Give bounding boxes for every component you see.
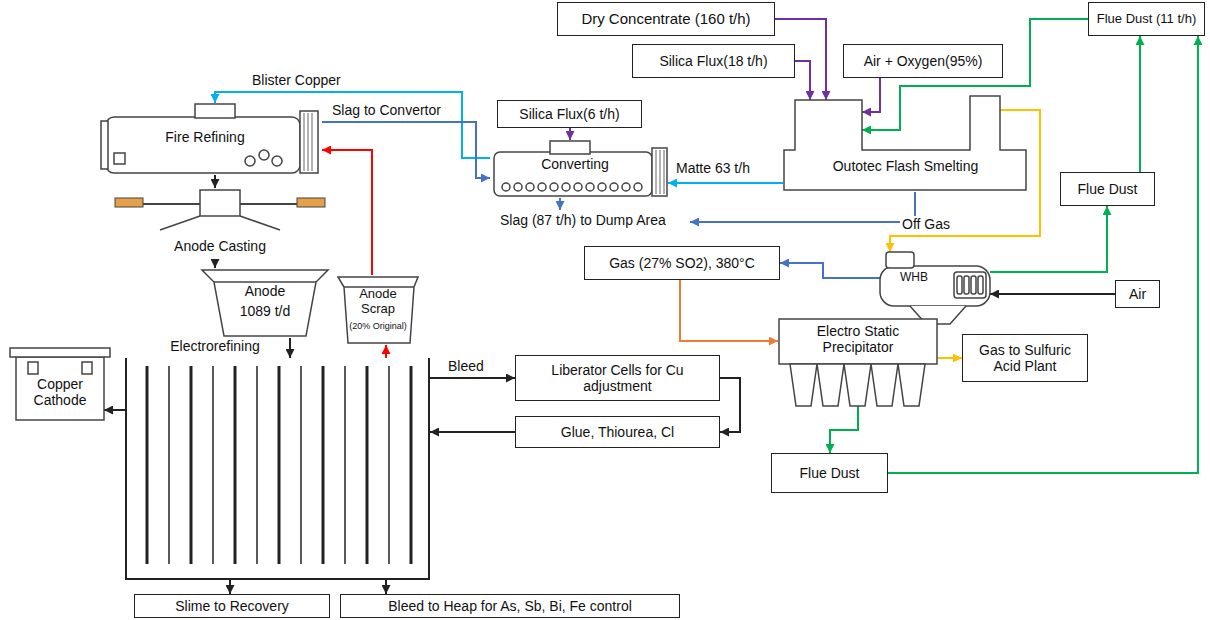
anode-casting-wheel: Anode Casting [115, 188, 325, 260]
box-label: Flue Dust [1078, 181, 1138, 197]
equipment-label: Electrorefining [145, 338, 285, 354]
equipment-label: Copper Cathode [20, 376, 100, 408]
reagent-box: Glue, Thiourea, Cl [515, 416, 720, 448]
flow-arrow [214, 260, 216, 268]
anode-ladle: Anode 1089 t/d [200, 268, 330, 338]
flow-arrow [830, 406, 858, 453]
flow-arrow [322, 150, 372, 275]
box-label: Air [1129, 286, 1146, 302]
box-label: Dry Concentrate (160 t/h) [581, 10, 750, 27]
equipment-label: (20% Original) [340, 321, 416, 331]
input-box: Dry Concentrate (160 t/h) [557, 2, 775, 36]
flow-arrow [720, 378, 740, 432]
input-box: Air + Oxygen(95%) [843, 44, 1003, 78]
flow-label: Blister Copper [250, 72, 343, 88]
flue-dust-box: Flue Dust [1060, 172, 1155, 206]
flow-arrow [862, 78, 880, 112]
equipment-label: Outotec Flash Smelting [793, 158, 1018, 174]
slag-flow-line [559, 198, 561, 210]
box-label: Flue Dust (11 t/h) [1097, 12, 1196, 27]
flow-arrow [680, 280, 778, 341]
box-label: Silica Flux(18 t/h) [659, 53, 767, 69]
waste-heat-boiler: WHB [866, 252, 1006, 326]
input-box: Silica Flux(6 t/h) [497, 100, 642, 128]
output-box: Bleed to Heap for As, Sb, Bi, Fe control [340, 594, 680, 618]
equipment-label: Converting [505, 156, 645, 172]
gas-box: Gas (27% SO2), 380°C [584, 246, 780, 280]
electrostatic-precipitator: Electro Static Precipitator [778, 318, 938, 410]
flash-smelting-furnace: Outotec Flash Smelting [783, 88, 1028, 192]
flow-arrow [1139, 36, 1141, 172]
equipment-label: 1089 t/d [220, 303, 310, 319]
flow-arrow [104, 409, 125, 411]
input-box: Silica Flux(18 t/h) [632, 44, 795, 78]
flue-dust-box: Flue Dust [771, 453, 888, 493]
flow-label: Off Gas [900, 216, 952, 232]
box-label: Flue Dust [800, 465, 860, 481]
flow-arrow [289, 338, 291, 358]
box-label: Gas to Sulfuric Acid Plant [969, 342, 1081, 374]
flow-arrow [430, 377, 515, 379]
flash-smelting-furnace-outline [783, 88, 1028, 192]
equipment-label: Fire Refining [130, 129, 280, 145]
box-label: Liberator Cells for Cu adjustment [522, 362, 713, 394]
cathode-box: Copper Cathode [10, 348, 110, 422]
flow-arrow [214, 175, 216, 188]
flow-arrow [990, 206, 1107, 272]
fire-refining-furnace: Fire Refining [100, 103, 322, 175]
anode-scrap-ladle: Anode Scrap (20% Original) [336, 275, 420, 345]
equipment-label: Anode [220, 283, 310, 299]
flow-arrow [938, 357, 962, 359]
waste-heat-boiler-outline [866, 252, 1006, 326]
flow-arrow [385, 580, 387, 594]
process-box: Liberator Cells for Cu adjustment [515, 355, 720, 401]
input-box: Air [1115, 280, 1160, 308]
converter: Converting [490, 140, 668, 198]
electrorefining-cell: Electrorefining [125, 358, 430, 580]
flow-arrow [990, 293, 1115, 295]
box-label: Slime to Recovery [175, 598, 289, 614]
flow-label: Bleed [446, 358, 486, 374]
box-label: Air + Oxygen(95%) [864, 53, 983, 69]
flue-dust-box: Flue Dust (11 t/h) [1088, 2, 1205, 36]
electrorefining-cell-outline [125, 358, 430, 580]
flow-arrow [795, 61, 810, 100]
flow-arrow [569, 128, 571, 140]
flow-arrow [385, 345, 387, 358]
output-box: Gas to Sulfuric Acid Plant [962, 334, 1088, 382]
box-label: Glue, Thiourea, Cl [561, 424, 674, 440]
flow-label: Slag to Convertor [330, 102, 443, 118]
slag-flow-line [690, 192, 915, 222]
equipment-label: Electro Static Precipitator [782, 323, 934, 355]
flow-arrow [780, 263, 880, 278]
equipment-label: Anode Scrap [346, 287, 410, 317]
box-label: Gas (27% SO2), 380°C [609, 255, 755, 271]
flow-label: Matte 63 t/h [674, 160, 752, 176]
box-label: Silica Flux(6 t/h) [519, 106, 619, 122]
flow-arrow [229, 580, 231, 594]
equipment-label: Anode Casting [120, 238, 320, 254]
box-label: Bleed to Heap for As, Sb, Bi, Fe control [388, 598, 632, 614]
output-box: Slime to Recovery [134, 594, 330, 618]
flow-arrow [888, 36, 1198, 473]
flow-arrow [430, 431, 515, 433]
note-label: Slag (87 t/h) to Dump Area [498, 212, 668, 228]
equipment-label: WHB [888, 271, 940, 285]
flow-arrow [668, 182, 783, 184]
